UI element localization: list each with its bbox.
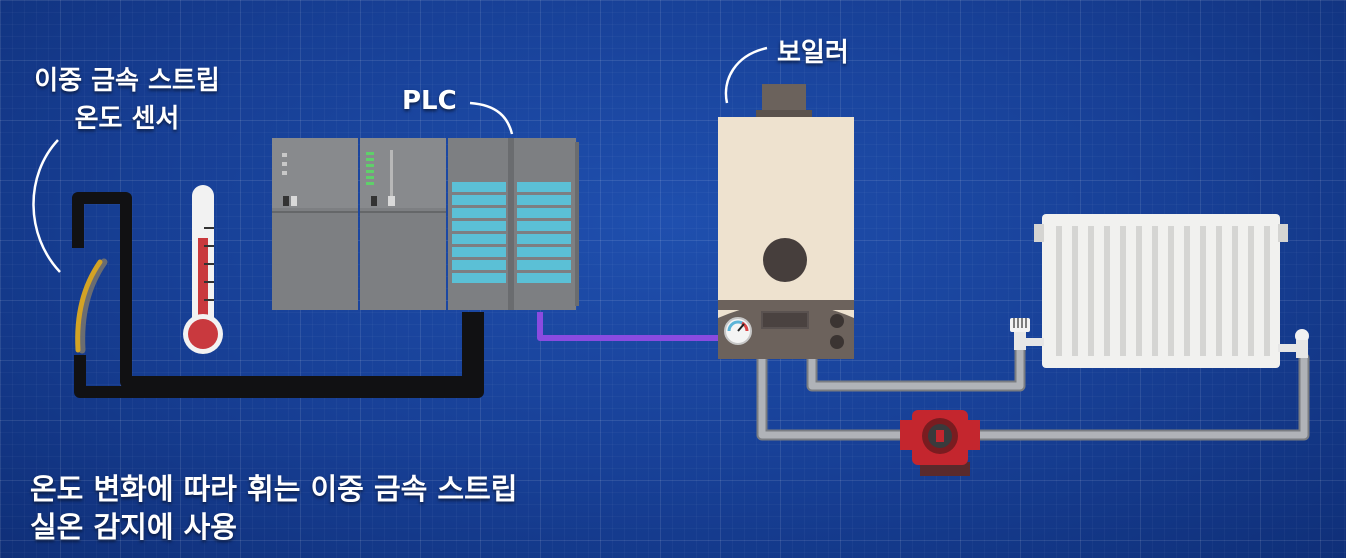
- plc-label: PLC: [402, 86, 457, 116]
- bimetallic-strip: [75, 258, 108, 354]
- plc-leader-line: [469, 101, 514, 135]
- caption-line1: 온도 변화에 따라 휘는 이중 금속 스트립: [30, 472, 518, 506]
- radiator: [1034, 214, 1288, 368]
- thermometer-icon: [183, 185, 223, 354]
- boiler-label: 보일러: [777, 38, 849, 68]
- sensor-label-line1: 이중 금속 스트립: [34, 66, 220, 96]
- return-valve: [1278, 329, 1309, 358]
- sensor-label-line2: 온도 센서: [74, 104, 180, 134]
- signal-wire: [537, 312, 720, 341]
- sensor-label: 이중 금속 스트립 온도 센서: [22, 62, 232, 138]
- heating-pipes: [756, 344, 1310, 441]
- circulation-pump: [900, 410, 980, 476]
- caption: 온도 변화에 따라 휘는 이중 금속 스트립 실온 감지에 사용: [30, 470, 517, 546]
- plc-rack: [272, 138, 579, 310]
- sensor-leader-line: [32, 139, 61, 273]
- caption-line2: 실온 감지에 사용: [30, 510, 237, 544]
- thermostatic-valve: [1010, 318, 1044, 350]
- boiler: [718, 84, 854, 359]
- sensor-wire: [72, 192, 484, 398]
- boiler-leader-line: [724, 46, 768, 104]
